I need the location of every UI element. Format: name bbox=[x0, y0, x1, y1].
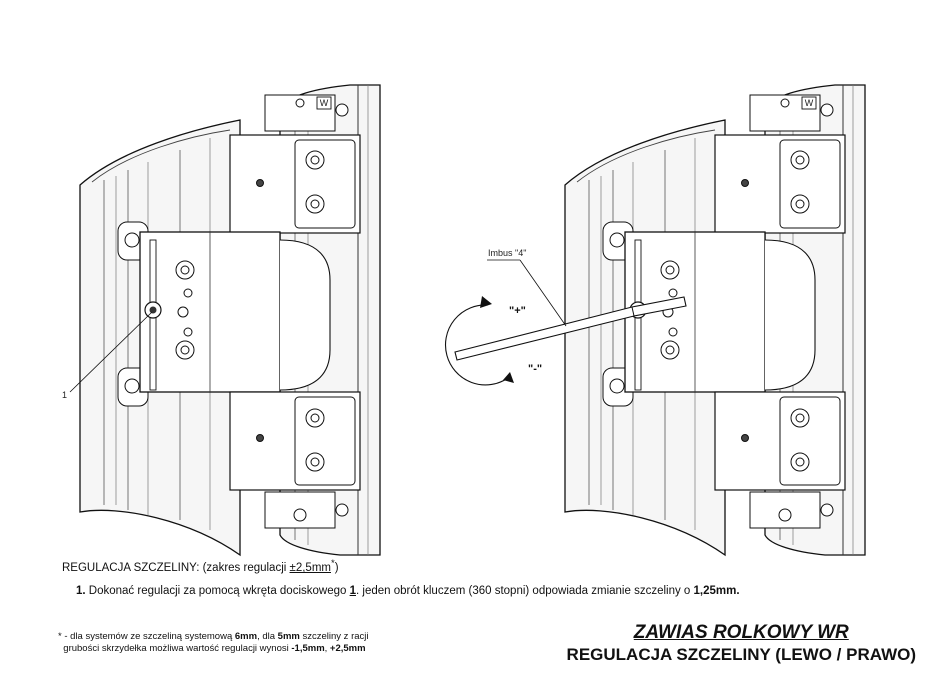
foot-text-a: - dla systemów ze szczeliną systemową bbox=[64, 631, 235, 642]
range-star: * bbox=[330, 558, 335, 569]
title-block: ZAWIAS ROLKOWY WR REGULACJA SZCZELINY (L… bbox=[567, 622, 916, 665]
foot-text-d: grubości skrzydełka możliwa wartość regu… bbox=[63, 643, 292, 654]
callout-1: 1 bbox=[62, 311, 153, 400]
foot-star: * bbox=[58, 631, 65, 642]
foot-text-e: , bbox=[324, 643, 330, 654]
tool-label: Imbus "4" bbox=[488, 248, 526, 258]
minus-direction-label: "-" bbox=[528, 363, 542, 375]
range-prefix: REGULACJA SZCZELINY: (zakres regulacji bbox=[62, 561, 290, 574]
footnote: * - dla systemów ze szczeliną systemową … bbox=[58, 631, 368, 655]
instruction-step-1: 1. Dokonać regulacji za pomocą wkręta do… bbox=[76, 585, 740, 597]
step-number: 1. bbox=[76, 585, 86, 597]
plus-direction-label: "+" bbox=[509, 305, 526, 317]
foot-5mm: 5mm bbox=[277, 631, 300, 642]
document-subtitle: REGULACJA SZCZELINY (LEWO / PRAWO) bbox=[566, 645, 916, 664]
callout-1-label: 1 bbox=[62, 390, 67, 400]
hinge-technical-drawing: W bbox=[62, 84, 866, 556]
step-ref: 1 bbox=[349, 585, 356, 597]
rotation-arrow bbox=[445, 296, 514, 386]
range-value: ±2,5mm bbox=[289, 561, 331, 574]
step-value: 1,25mm. bbox=[693, 585, 740, 597]
allen-key bbox=[454, 259, 687, 361]
foot-text-c: szczeliny z racji bbox=[299, 631, 369, 642]
document-title: ZAWIAS ROLKOWY WR bbox=[633, 622, 849, 643]
foot-v1: -1,5mm bbox=[291, 643, 325, 654]
range-suffix: ) bbox=[334, 561, 339, 574]
step-text-a: Dokonać regulacji za pomocą wkręta docis… bbox=[85, 585, 350, 597]
foot-text-b: , dla bbox=[257, 631, 278, 642]
step-text-b: . jeden obrót kluczem (360 stopni) odpow… bbox=[356, 585, 694, 597]
hinge-left-view bbox=[79, 84, 381, 556]
foot-6mm: 6mm bbox=[234, 631, 258, 642]
adjustment-range-line: REGULACJA SZCZELINY: (zakres regulacji ±… bbox=[62, 558, 339, 574]
foot-v2: +2,5mm bbox=[329, 643, 366, 654]
